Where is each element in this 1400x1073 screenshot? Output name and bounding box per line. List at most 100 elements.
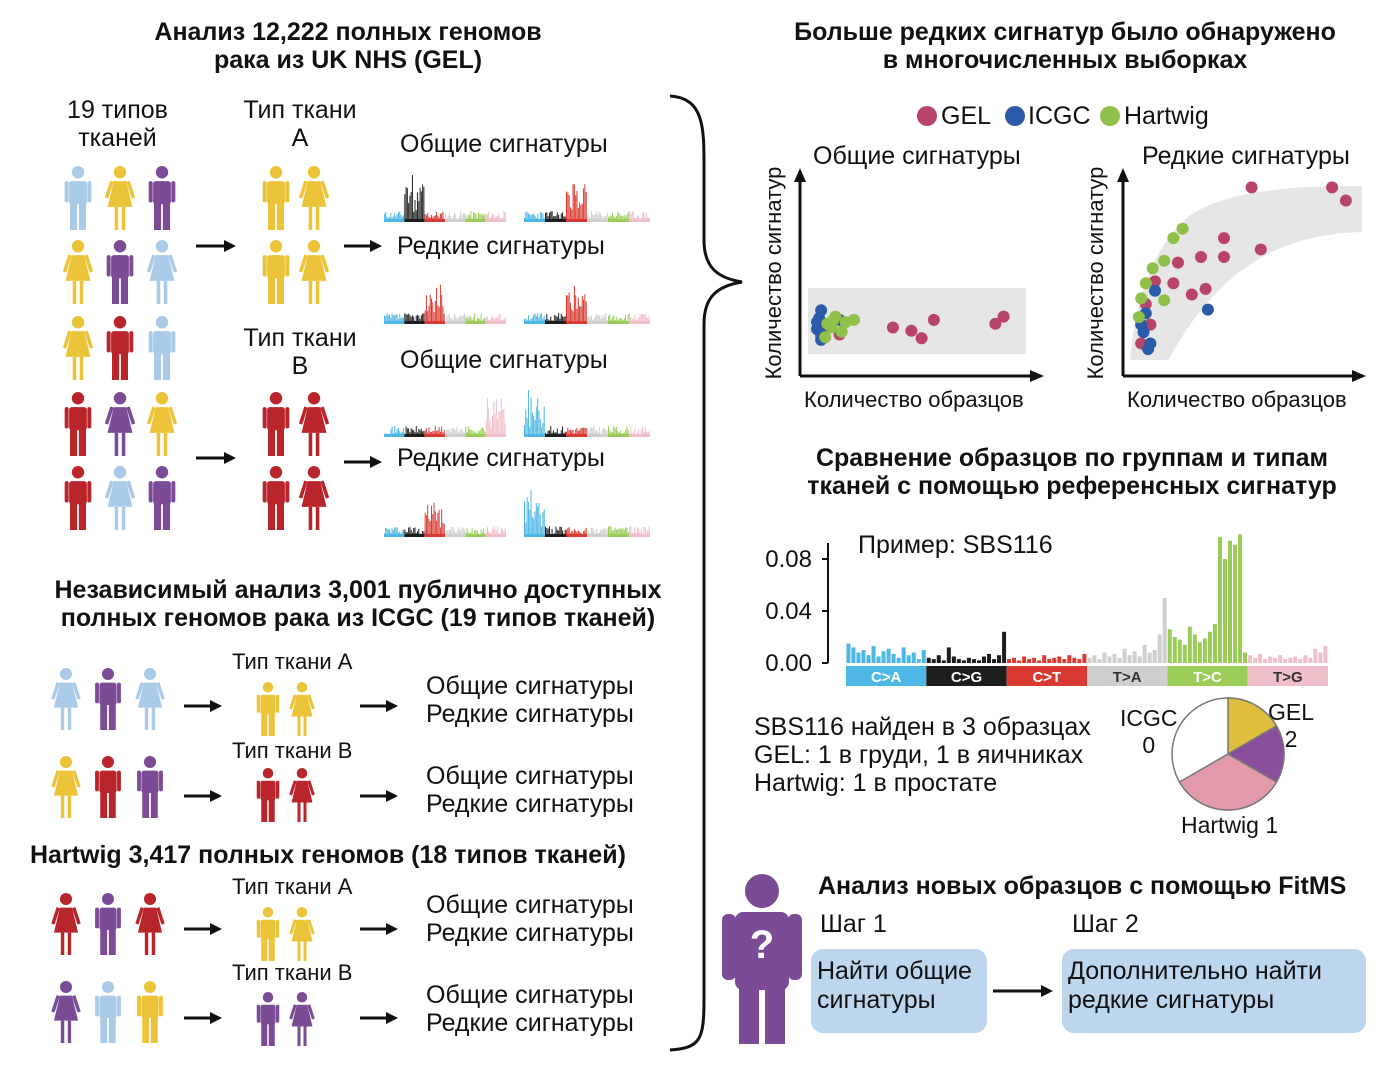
spectrum-bar (475, 432, 477, 434)
person-leg (308, 506, 313, 530)
spectrum-bar (525, 522, 527, 534)
spectrum-bar (422, 530, 424, 534)
person-head (155, 466, 169, 479)
person-arm (722, 914, 736, 980)
spectrum-bar (537, 214, 539, 219)
spectrum-bar (531, 318, 533, 321)
spectrum-bar (615, 216, 617, 219)
person-male-icon (262, 166, 290, 230)
spectrum-bar (560, 213, 562, 219)
person-leg (297, 716, 301, 736)
person-leg (308, 206, 313, 230)
spectrum-bar (433, 502, 435, 534)
spectrum-bar (644, 426, 646, 434)
sbs116-bar (1007, 659, 1012, 663)
person-head (143, 756, 157, 769)
hartwig-b-result: Общие сигнатуры Редкие сигнатуры (426, 981, 634, 1037)
arrow-right-icon (184, 790, 222, 802)
arrow-head (1041, 985, 1053, 997)
spectrum-bar (547, 216, 549, 219)
spectrum-bar (445, 213, 446, 219)
spectrum-bar (571, 430, 573, 434)
person-arm (129, 255, 134, 277)
spectrum-bar (596, 529, 598, 534)
person-head (296, 682, 308, 693)
person-torso (141, 770, 159, 794)
person-male-icon (95, 893, 121, 955)
spectrum-bar (478, 212, 480, 219)
gel-tissue-b-label: Тип ткани B (243, 324, 357, 380)
mini-signature-spectrum (524, 490, 650, 537)
y-axis-arrowhead (1117, 168, 1129, 182)
spectrum-axis-segment (545, 219, 566, 222)
spectrum-bar (427, 310, 429, 321)
person-dress (137, 907, 163, 933)
person-male-icon (148, 166, 176, 230)
spectrum-bar (542, 318, 544, 321)
sbs116-bar (1092, 655, 1097, 663)
spectrum-bar (394, 526, 396, 534)
person-leg (156, 432, 161, 456)
person-arm (117, 682, 121, 704)
person-arm (289, 1004, 297, 1020)
spectrum-bar (632, 211, 634, 219)
spectrum-bar (428, 306, 430, 321)
spectrum-bar (466, 316, 468, 321)
person-torso (69, 407, 87, 431)
sbs116-bar (1253, 657, 1258, 663)
spectrum-bar (533, 518, 535, 534)
person-arm (95, 995, 99, 1017)
person-leg (308, 280, 313, 304)
spectrum-bar (395, 431, 397, 434)
person-head (269, 240, 283, 253)
person-dress (53, 907, 79, 933)
mini-signature-spectrum (384, 175, 506, 222)
scatter-point-icgc (1201, 303, 1214, 316)
spectrum-bar (389, 314, 391, 321)
spectrum-bar (452, 526, 454, 534)
spectrum-bar (598, 426, 600, 434)
person-arm (117, 770, 121, 792)
person-leg (276, 503, 284, 530)
sbs116-bar (896, 657, 901, 663)
spectrum-bar (568, 527, 570, 534)
person-arm (171, 331, 176, 353)
icgc-a-result: Общие сигнатуры Редкие сигнатуры (426, 672, 634, 728)
spectrum-bar (484, 533, 486, 534)
spectrum-bar (403, 318, 405, 321)
person-female-icon (104, 392, 136, 456)
spectrum-bar (456, 531, 458, 534)
spectrum-bar (397, 319, 399, 321)
person-head (262, 682, 274, 693)
person-leg (79, 280, 84, 304)
person-leg (78, 503, 86, 530)
spectrum-bar (605, 215, 607, 219)
sbs116-bar (1052, 657, 1057, 663)
x-axis-arrowhead (1352, 370, 1366, 382)
person-leg (308, 432, 313, 456)
sbs116-bar (1137, 656, 1142, 663)
spectrum-bar (534, 313, 536, 321)
spectrum-bar (405, 314, 407, 321)
person-arm (256, 919, 261, 938)
spectrum-bar (465, 426, 467, 434)
spectrum-bar (546, 528, 548, 534)
person-female-icon (298, 392, 330, 456)
person-arm (84, 330, 94, 349)
spectrum-axis-segment (566, 534, 587, 537)
arrow-right-icon (993, 985, 1053, 997)
spectrum-bar (531, 214, 533, 219)
spectrum-bar (502, 529, 504, 534)
spectrum-bar (471, 528, 473, 534)
spectrum-bar (479, 430, 481, 434)
person-female-icon (298, 240, 330, 304)
spectrum-bar (617, 529, 619, 534)
person-torso (69, 181, 87, 205)
spectrum-bar (490, 427, 492, 434)
person-arm (262, 181, 267, 203)
spectrum-bar (494, 216, 496, 219)
spectrum-bar (399, 211, 401, 219)
scatter-point-gel (1339, 194, 1352, 207)
spectrum-bar (618, 529, 620, 534)
spectrum-bar (634, 527, 636, 534)
